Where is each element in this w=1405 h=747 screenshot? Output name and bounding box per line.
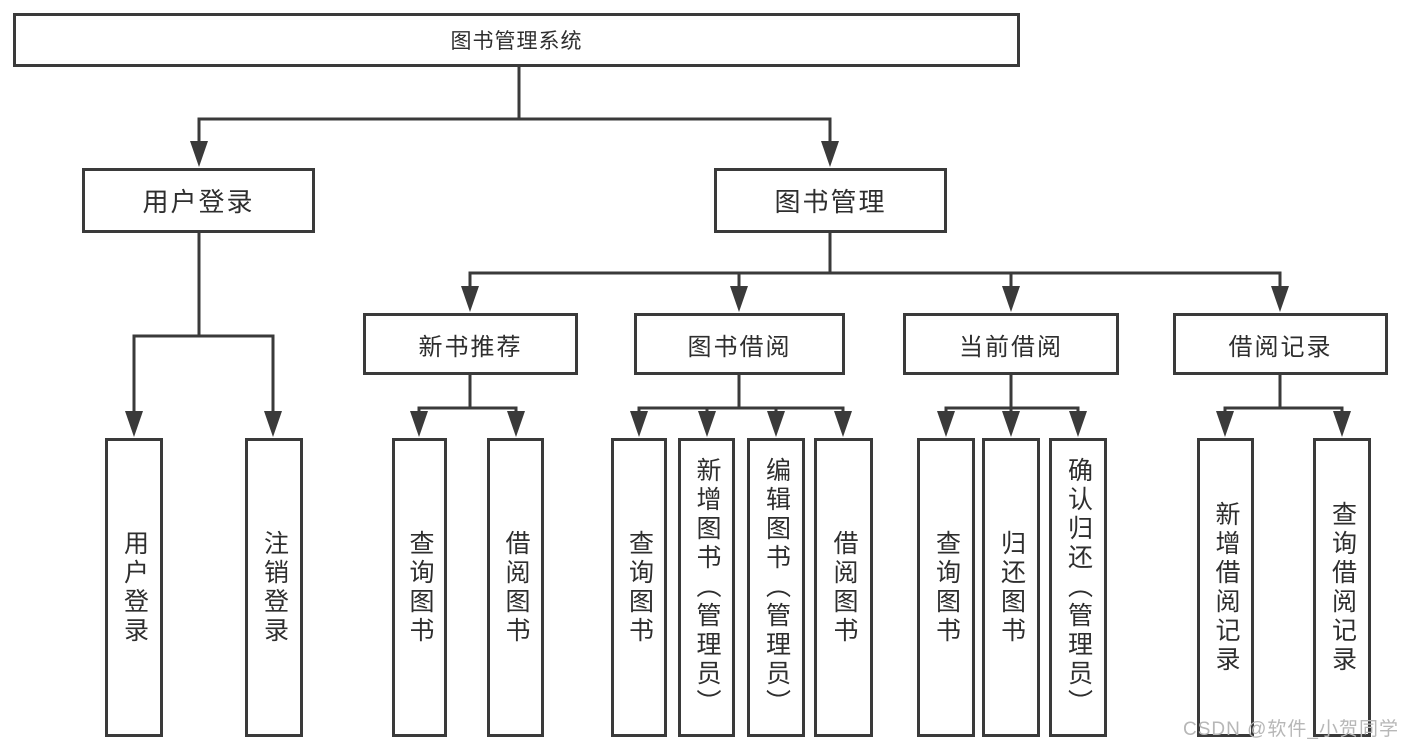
node-current-borrowing: 当前借阅 — [903, 313, 1119, 375]
leaf-borrow-books-recommend: 借阅图书 — [487, 438, 544, 737]
leaf-query-books-borrowing: 查询图书 — [611, 438, 667, 737]
leaf-query-books-current: 查询图书 — [917, 438, 975, 737]
leaf-query-books-recommend: 查询图书 — [392, 438, 447, 737]
leaf-logout: 注销登录 — [245, 438, 303, 737]
leaf-user-login: 用户登录 — [105, 438, 163, 737]
node-user-login: 用户登录 — [82, 168, 315, 233]
watermark-text: CSDN @软件_小贺同学 — [1183, 719, 1399, 740]
node-book-management: 图书管理 — [714, 168, 947, 233]
arrowhead-icons — [125, 141, 1351, 437]
node-borrowing-records: 借阅记录 — [1173, 313, 1388, 375]
leaf-borrow-books-borrowing: 借阅图书 — [814, 438, 873, 737]
node-library-system: 图书管理系统 — [13, 13, 1020, 67]
leaf-return-books: 归还图书 — [982, 438, 1040, 737]
leaf-edit-book-admin: 编辑图书（管理员） — [747, 438, 805, 737]
leaf-add-borrow-record: 新增借阅记录 — [1197, 438, 1254, 737]
node-book-borrowing: 图书借阅 — [634, 313, 845, 375]
node-new-book-recommendation: 新书推荐 — [363, 313, 578, 375]
leaf-query-borrow-record: 查询借阅记录 — [1313, 438, 1371, 737]
leaf-add-book-admin: 新增图书（管理员） — [678, 438, 735, 737]
leaf-confirm-return-admin: 确认归还（管理员） — [1049, 438, 1107, 737]
